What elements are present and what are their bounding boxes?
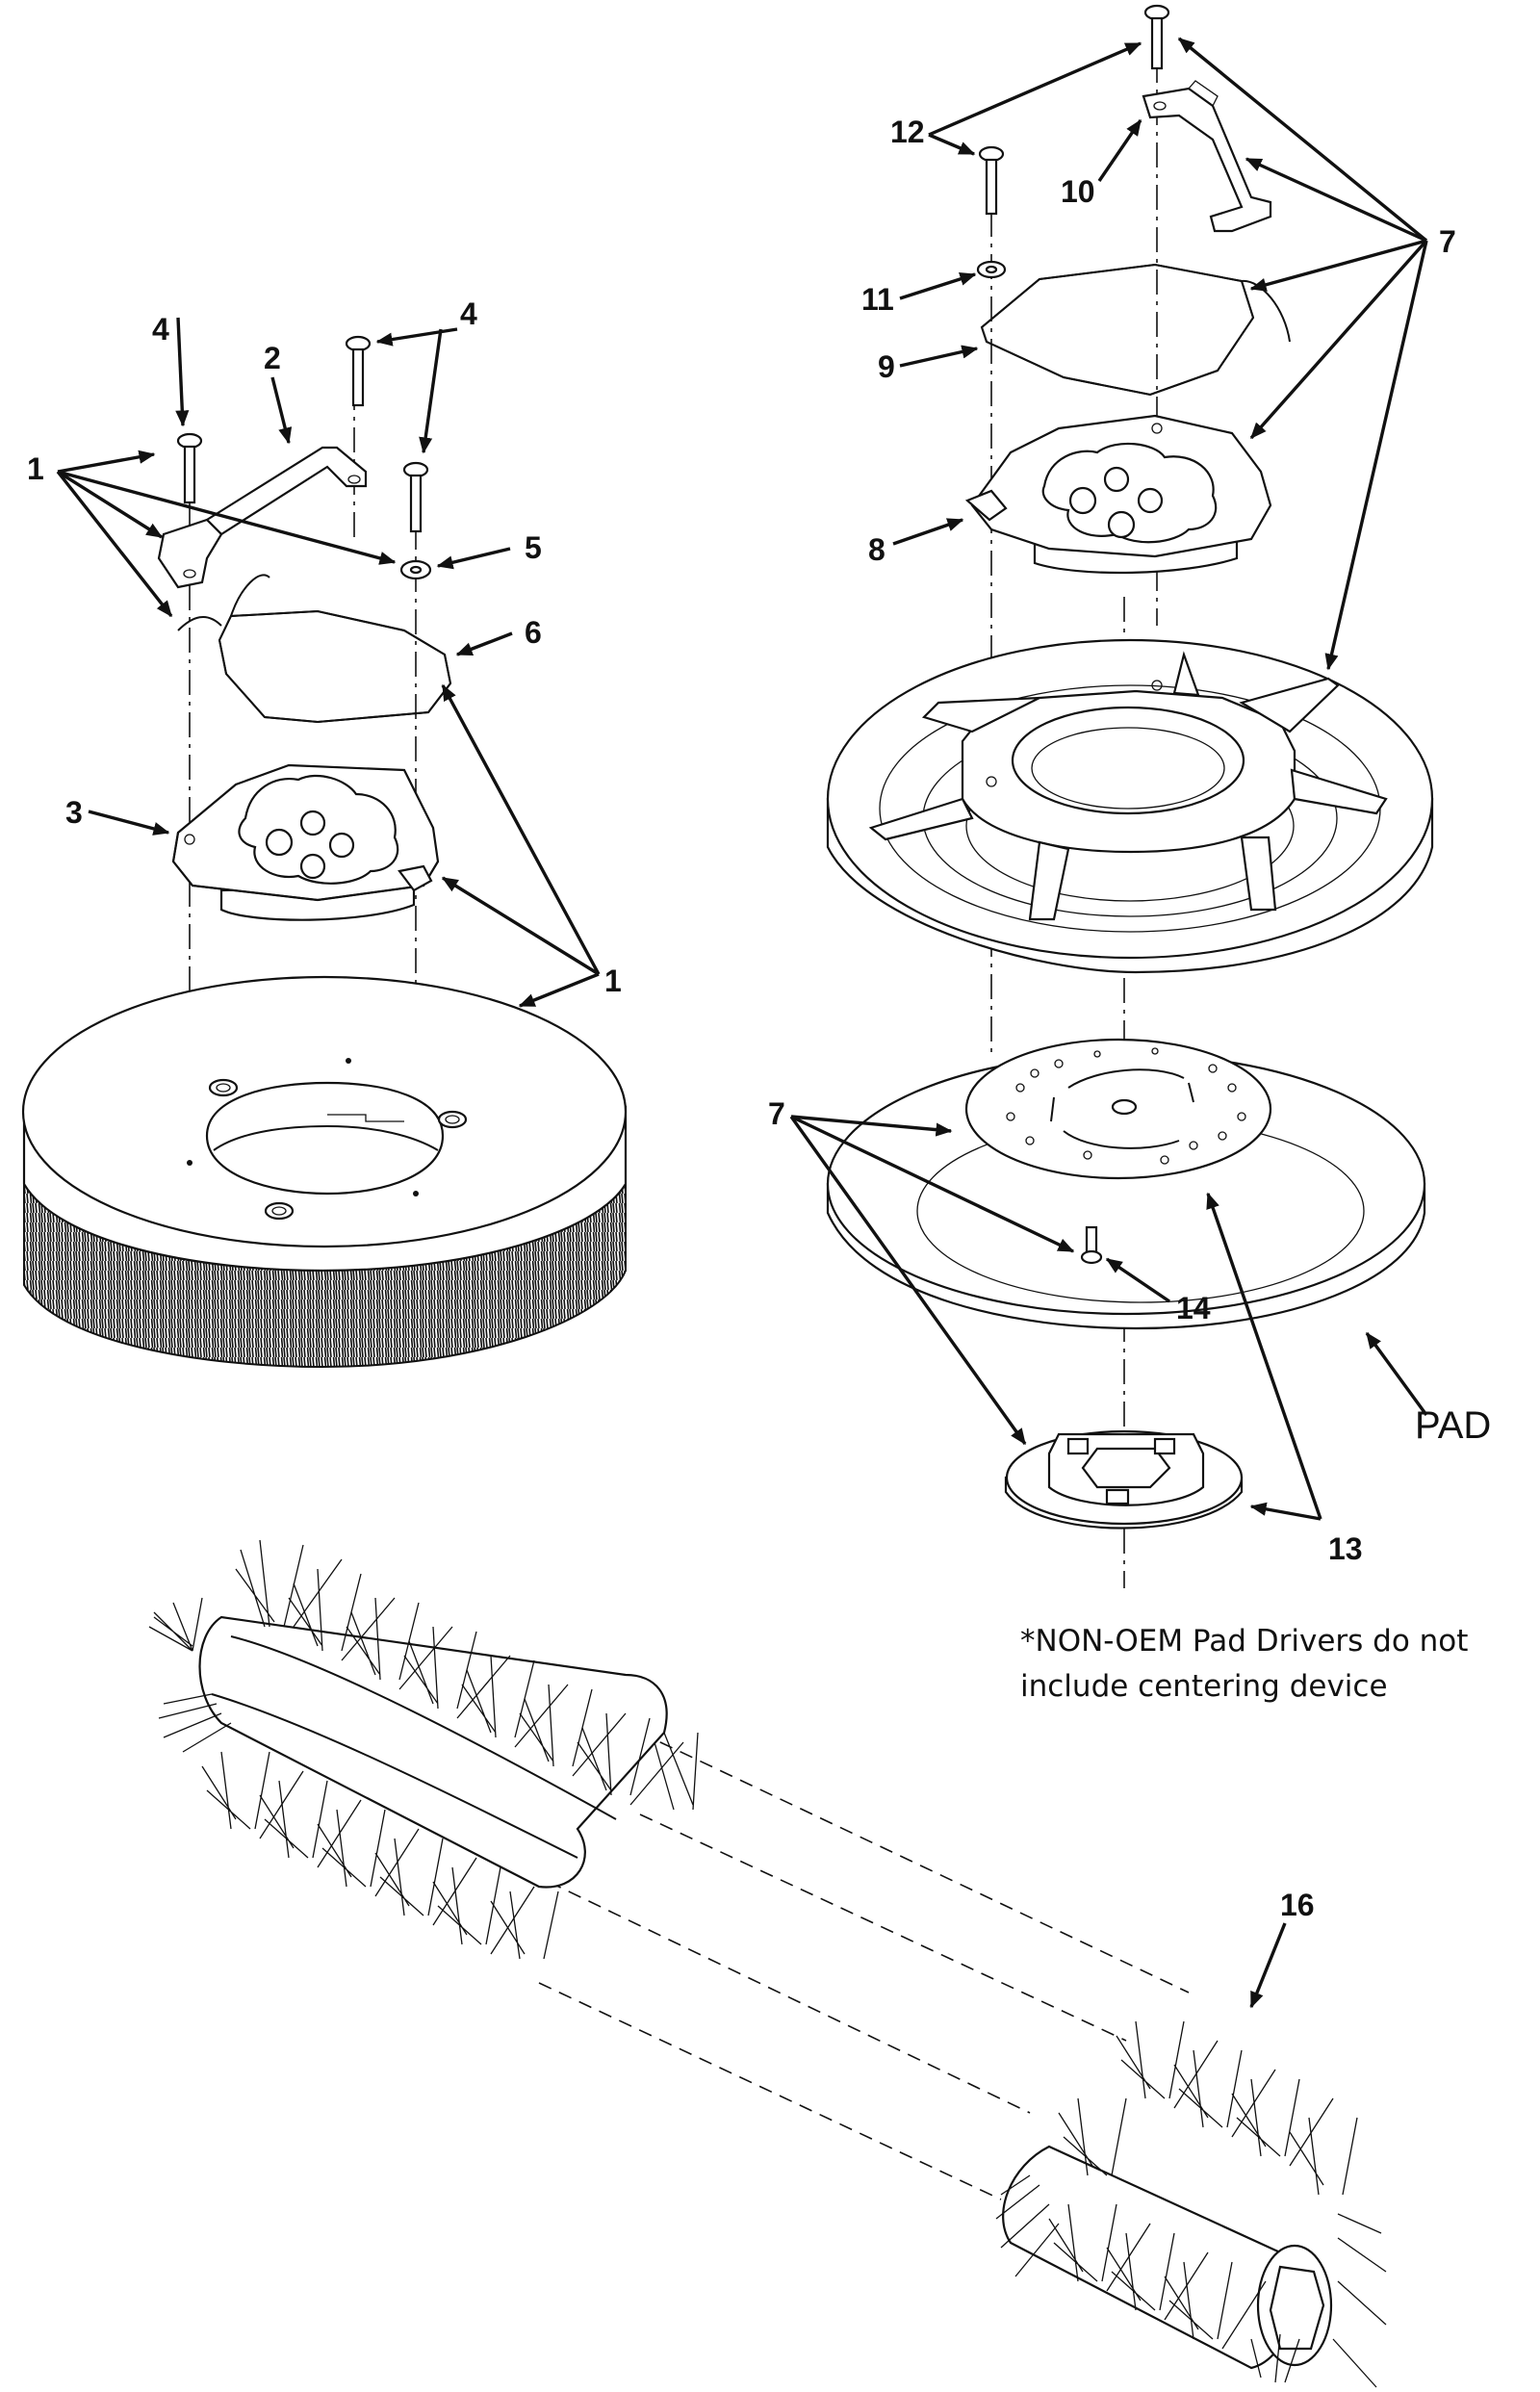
leader-1a-1	[57, 450, 156, 474]
callout-11: 11	[861, 282, 894, 317]
leader-9	[899, 345, 979, 368]
left-brush-assembly	[21, 317, 628, 1369]
leader-12b	[928, 133, 976, 156]
bracket-2	[157, 446, 368, 589]
callout-13: 13	[1328, 1531, 1363, 1566]
washer-11	[976, 260, 1007, 279]
pad-label: PAD	[1415, 1404, 1491, 1447]
pad-driver-plate-7	[826, 638, 1434, 974]
leader-2	[270, 376, 293, 445]
callout-labels: 12 10 7 11 9 8 4 2 4 1 5 6 3 1 7 14 PAD …	[27, 115, 1491, 1922]
leader-7a-4	[1249, 239, 1428, 440]
leader-3	[88, 810, 170, 836]
note-line-2: include centering device	[1020, 1669, 1388, 1704]
retaining-ring-6	[177, 574, 452, 724]
callout-5: 5	[525, 530, 542, 565]
leader-pad	[1365, 1331, 1428, 1417]
leader-4c	[419, 328, 443, 454]
leader-11	[899, 272, 977, 300]
leader-1b-2	[441, 876, 600, 976]
cylindrical-brush-16	[148, 1539, 1387, 2388]
screw-14	[1080, 1225, 1103, 1265]
leader-7a-3	[1249, 239, 1427, 292]
leader-6	[455, 631, 513, 656]
callout-14: 14	[1176, 1291, 1211, 1325]
leader-7b-3	[789, 1116, 1027, 1446]
leader-1b-3	[518, 972, 600, 1008]
callout-9: 9	[878, 349, 895, 384]
hub-8	[964, 414, 1272, 575]
screw-12-left	[978, 145, 1005, 216]
leader-7b-2	[790, 1115, 1075, 1253]
right-pad-driver-assembly	[789, 4, 1434, 1588]
leader-5	[436, 547, 511, 570]
callout-2: 2	[264, 341, 281, 375]
leader-4a	[175, 317, 190, 427]
leader-1a-3	[56, 470, 173, 618]
callout-6: 6	[525, 615, 542, 650]
centering-device-13	[1004, 1429, 1244, 1530]
leader-1a-4	[57, 470, 397, 565]
leader-7b-1	[790, 1115, 953, 1137]
washer-5	[399, 559, 432, 580]
screw-4-right	[402, 461, 429, 533]
leader-13b	[1249, 1502, 1322, 1521]
leader-7a-2	[1245, 157, 1427, 243]
callout-4-left: 4	[152, 312, 169, 347]
leader-1a-2	[57, 470, 164, 539]
leader-16	[1249, 1922, 1287, 2009]
callout-7-bottom: 7	[768, 1096, 785, 1131]
leader-4b	[375, 327, 458, 347]
leader-12a	[928, 41, 1142, 137]
callout-16: 16	[1280, 1888, 1315, 1922]
leader-8	[892, 518, 964, 546]
callout-1-bottom: 1	[604, 964, 622, 998]
screw-12-top	[1143, 4, 1170, 70]
callout-7-top: 7	[1439, 224, 1456, 259]
leader-7a-1	[1177, 37, 1428, 243]
screw-4-left	[176, 432, 203, 504]
screw-4-middle	[345, 335, 372, 407]
leader-1b-1	[441, 683, 601, 975]
leader-10	[1097, 118, 1142, 182]
callout-4-right: 4	[460, 296, 477, 331]
note-line-1: *NON-OEM Pad Drivers do not	[1020, 1624, 1468, 1659]
hub-3	[171, 763, 440, 921]
leader-7a-5	[1324, 240, 1428, 671]
leader-13a	[1206, 1192, 1322, 1520]
rotary-brush-1	[21, 975, 628, 1369]
leader-14	[1105, 1257, 1170, 1303]
adapter-plate-13	[964, 1038, 1272, 1180]
callout-8: 8	[868, 532, 886, 567]
callout-3: 3	[65, 795, 83, 830]
callout-12: 12	[890, 115, 925, 149]
callout-10: 10	[1061, 174, 1095, 209]
bracket-10	[1142, 80, 1272, 233]
callout-1-top: 1	[27, 451, 44, 486]
ring-9	[980, 263, 1291, 397]
